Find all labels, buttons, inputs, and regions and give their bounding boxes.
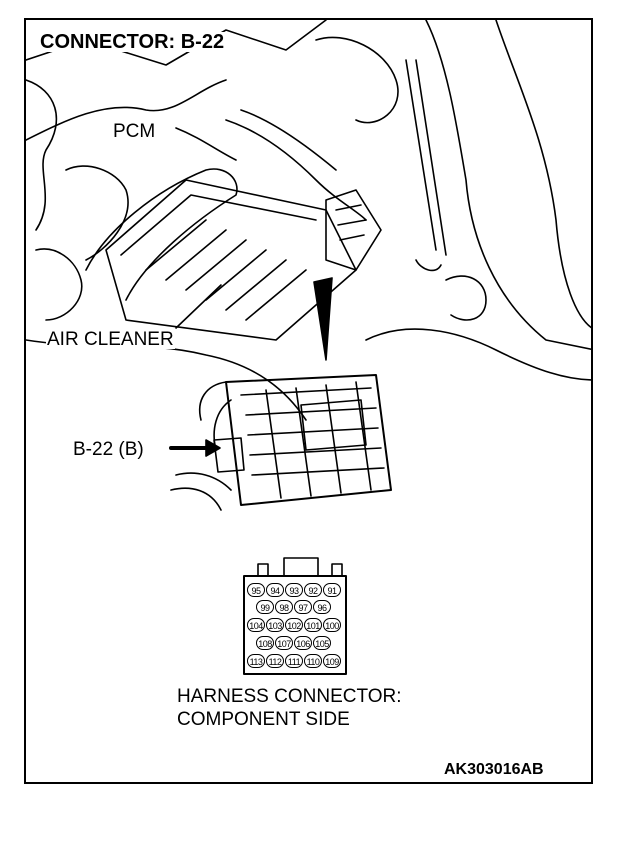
pin: 97 (294, 600, 312, 614)
harness-connector-label: HARNESS CONNECTOR: (176, 686, 403, 707)
pin: 96 (313, 600, 331, 614)
pin: 99 (256, 600, 274, 614)
connector-title: CONNECTOR: B-22 (38, 31, 227, 53)
pin: 94 (266, 583, 284, 597)
figure-code: AK303016AB (444, 761, 544, 778)
pin: 107 (275, 636, 293, 650)
pin: 93 (285, 583, 303, 597)
diagram-frame: CONNECTOR: B-22 PCM AIR CLEANER B-22 (B)… (24, 18, 593, 784)
air-cleaner-label: AIR CLEANER (46, 329, 175, 350)
component-side-label: COMPONENT SIDE (176, 709, 351, 730)
pin: 98 (275, 600, 293, 614)
pin: 92 (304, 583, 322, 597)
connector-b22-label: B-22 (B) (72, 439, 145, 460)
pin: 110 (304, 654, 322, 668)
pin: 104 (247, 618, 265, 632)
pin: 91 (323, 583, 341, 597)
pin: 100 (323, 618, 341, 632)
pin: 109 (323, 654, 341, 668)
pin: 108 (256, 636, 274, 650)
pin: 111 (285, 654, 303, 668)
pin: 106 (294, 636, 312, 650)
pin: 102 (285, 618, 303, 632)
pin: 103 (266, 618, 284, 632)
pin: 112 (266, 654, 284, 668)
engine-bay-illustration (26, 20, 591, 675)
pin: 105 (313, 636, 331, 650)
pcm-label: PCM (112, 121, 157, 142)
pin: 95 (247, 583, 265, 597)
pin: 101 (304, 618, 322, 632)
pin: 113 (247, 654, 265, 668)
